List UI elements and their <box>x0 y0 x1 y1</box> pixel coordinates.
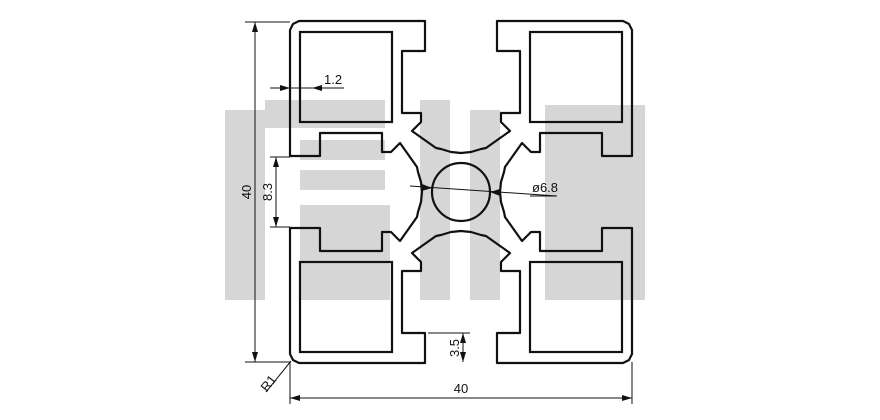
dim-corner-radius-label: R1 <box>257 372 279 394</box>
dim-width-label: 40 <box>454 381 468 396</box>
arrowheads <box>252 22 632 401</box>
dim-slot-depth-label: 3.5 <box>447 339 462 357</box>
dim-height-label: 40 <box>239 185 254 199</box>
hollow-chamber <box>528 30 624 124</box>
dim-center-hole-label: ø6.8 <box>532 180 558 195</box>
dimension-lines <box>245 21 633 404</box>
dim-slot-width-label: 8.3 <box>260 183 275 201</box>
watermark <box>225 100 645 300</box>
hollow-chamber <box>528 260 624 354</box>
hollow-chamber <box>298 260 394 354</box>
dim-wall-thickness-label: 1.2 <box>324 72 342 87</box>
hollow-chamber <box>298 30 394 124</box>
